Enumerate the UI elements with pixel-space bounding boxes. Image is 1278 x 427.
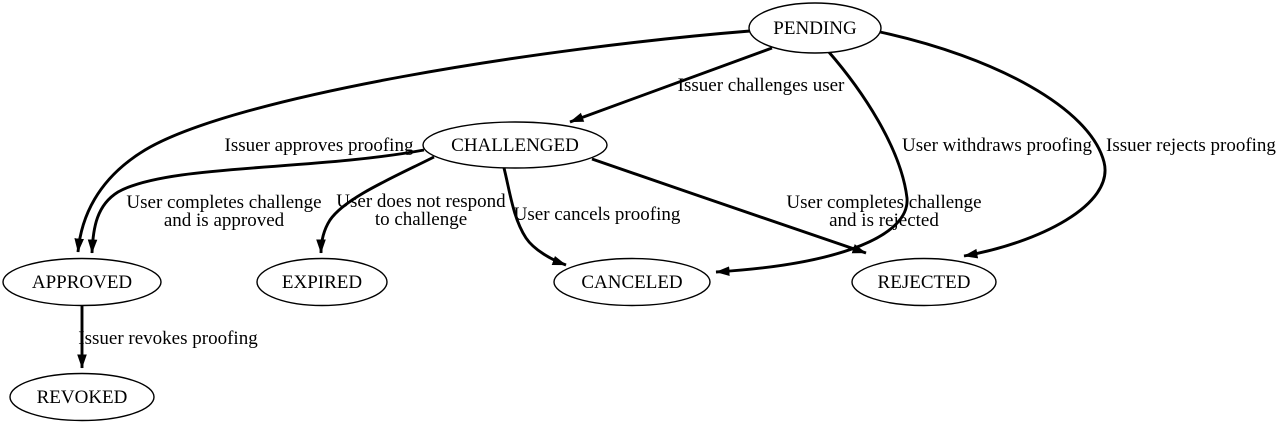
edge-pending-rejected bbox=[879, 30, 1107, 259]
edge-label-issuer-approves-proofing: Issuer approves proofing bbox=[225, 135, 414, 156]
edge-label-line-2: and is rejected bbox=[829, 210, 939, 231]
node-pending: PENDING bbox=[748, 2, 882, 54]
edge-label-user-completes-challenge-approved: User completes challenge and is approved bbox=[126, 192, 321, 231]
node-approved-shape bbox=[2, 257, 162, 307]
node-revoked: REVOKED bbox=[9, 372, 155, 422]
node-pending-shape bbox=[748, 2, 882, 54]
node-challenged-shape bbox=[422, 121, 608, 169]
node-canceled-shape bbox=[553, 257, 711, 307]
edge-pending-approved bbox=[74, 29, 751, 253]
edge-label-issuer-revokes-proofing: Issuer revokes proofing bbox=[78, 328, 258, 349]
edge-challenged-expired bbox=[316, 155, 435, 254]
node-expired-label: EXPIRED bbox=[282, 272, 362, 293]
node-challenged: CHALLENGED bbox=[422, 121, 608, 169]
edge-challenged-rejected bbox=[591, 157, 867, 255]
edge-label-line-1: User completes challenge bbox=[786, 192, 981, 213]
node-pending-label: PENDING bbox=[773, 18, 857, 39]
node-expired-shape bbox=[256, 257, 388, 307]
node-canceled: CANCELED bbox=[553, 257, 711, 307]
edge-label-line-2: to challenge bbox=[375, 209, 467, 230]
edge-label-line-1: User does not respond bbox=[336, 191, 506, 212]
edge-pending-challenged bbox=[569, 46, 773, 124]
edge-challenged-approved bbox=[87, 148, 425, 254]
node-rejected-label: REJECTED bbox=[878, 272, 971, 293]
edge-label-issuer-rejects-proofing: Issuer rejects proofing bbox=[1106, 135, 1276, 156]
edge-label-user-does-not-respond: User does not respond to challenge bbox=[336, 191, 506, 230]
edge-pending-canceled bbox=[715, 50, 909, 276]
node-rejected: REJECTED bbox=[851, 257, 997, 307]
node-canceled-label: CANCELED bbox=[581, 272, 682, 293]
node-revoked-label: REVOKED bbox=[37, 387, 128, 408]
edge-label-line-1: User completes challenge bbox=[126, 192, 321, 213]
edge-label-issuer-challenges-user: Issuer challenges user bbox=[678, 75, 845, 96]
edge-challenged-canceled bbox=[502, 167, 567, 267]
node-approved: APPROVED bbox=[2, 257, 162, 307]
edge-label-user-cancels-proofing: User cancels proofing bbox=[514, 204, 681, 225]
node-expired: EXPIRED bbox=[256, 257, 388, 307]
node-revoked-shape bbox=[9, 372, 155, 422]
edge-label-line-2: and is approved bbox=[164, 210, 285, 231]
edge-label-user-completes-challenge-rejected: User completes challenge and is rejected bbox=[786, 192, 981, 231]
node-approved-label: APPROVED bbox=[32, 272, 132, 293]
node-challenged-label: CHALLENGED bbox=[451, 135, 579, 156]
node-rejected-shape bbox=[851, 257, 997, 307]
edge-label-user-withdraws-proofing: User withdraws proofing bbox=[902, 135, 1092, 156]
